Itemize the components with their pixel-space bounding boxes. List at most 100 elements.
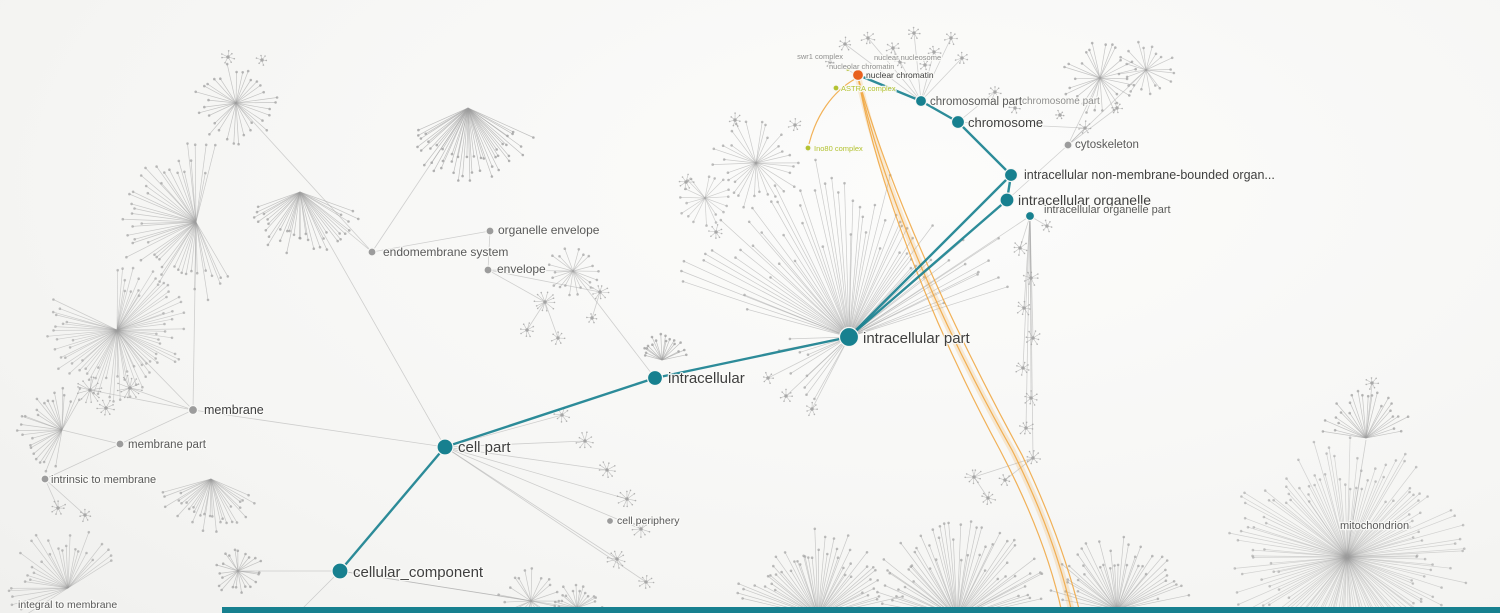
fan-spoke xyxy=(1288,493,1348,558)
node-intracellular_organelle_part[interactable] xyxy=(1024,210,1036,222)
fan-leaf-dot xyxy=(234,586,238,589)
fan-spoke xyxy=(140,221,197,261)
fan-leaf-dot xyxy=(919,534,923,538)
fan-spoke xyxy=(140,175,197,223)
fan-leaf-dot xyxy=(206,82,209,86)
fan-spoke xyxy=(299,191,341,240)
fan-leaf-dot xyxy=(1127,49,1130,53)
fan-leaf-dot xyxy=(1323,419,1327,422)
node-chromosome[interactable] xyxy=(950,114,966,130)
star-dot xyxy=(113,408,115,411)
fan-spoke xyxy=(775,556,817,613)
fan-spoke xyxy=(735,257,850,338)
fan-leaf-dot xyxy=(1420,539,1424,542)
fan-leaf-dot xyxy=(952,538,955,541)
node-organelle_envelope[interactable] xyxy=(485,226,495,236)
fan-spoke xyxy=(116,329,159,340)
fan-leaf-dot xyxy=(719,218,723,222)
fan-spoke xyxy=(530,579,550,602)
fan-leaf-dot xyxy=(806,353,810,357)
fan-spoke xyxy=(1346,556,1423,613)
star-dot xyxy=(872,33,874,35)
node-green_dot_top[interactable] xyxy=(844,65,852,73)
fan-spoke xyxy=(1075,77,1101,80)
fan-leaf-dot xyxy=(864,231,868,234)
gray-edge xyxy=(371,230,491,253)
fan-spoke xyxy=(564,270,574,286)
star-dot xyxy=(595,318,598,320)
node-intracellular_nmb_organelle[interactable] xyxy=(1003,167,1019,183)
star-dot xyxy=(1023,252,1026,255)
fan-spoke xyxy=(467,107,534,138)
fan-leaf-dot xyxy=(1076,95,1079,98)
fan-leaf-dot xyxy=(215,530,218,533)
node-astra_complex[interactable] xyxy=(832,84,840,92)
fan-spoke xyxy=(116,278,156,331)
node-intracellular[interactable] xyxy=(646,369,664,387)
fan-leaf-dot xyxy=(1408,525,1411,529)
fan-cluster xyxy=(1321,389,1410,439)
node-cellular_component[interactable] xyxy=(331,562,349,580)
gray-edge xyxy=(487,230,491,271)
star-dot xyxy=(82,520,84,523)
fan-leaf-dot xyxy=(121,217,125,221)
fan-spoke xyxy=(195,91,237,104)
fan-spoke xyxy=(424,107,469,166)
star-dot xyxy=(946,33,948,35)
star-dot xyxy=(60,513,62,515)
fan-spoke xyxy=(430,107,469,149)
node-intracellular_organelle[interactable] xyxy=(999,192,1015,208)
fan-leaf-dot xyxy=(10,603,14,607)
fan-leaf-dot xyxy=(823,535,827,539)
fan-spoke xyxy=(1324,420,1367,439)
fan-spoke xyxy=(1365,428,1395,439)
node-intracellular_part[interactable] xyxy=(838,326,860,348)
fan-spoke xyxy=(47,400,63,431)
fan-spoke xyxy=(209,478,212,517)
node-intrinsic_to_membrane[interactable] xyxy=(40,474,50,484)
star-dot xyxy=(799,124,801,127)
fan-spoke xyxy=(770,201,850,338)
star-dot xyxy=(1011,111,1013,114)
node-ino80_complex[interactable] xyxy=(804,144,812,152)
fan-spoke xyxy=(1346,556,1381,613)
node-cell_periphery[interactable] xyxy=(605,516,615,526)
fan-spoke xyxy=(25,581,69,589)
fan-spoke xyxy=(1346,556,1387,613)
star-dot xyxy=(643,522,646,524)
node-membrane[interactable] xyxy=(187,404,199,416)
fan-leaf-dot xyxy=(1023,585,1027,588)
star-dot xyxy=(849,44,852,46)
fan-spoke xyxy=(959,532,1001,613)
fan-leaf-dot xyxy=(1164,568,1167,572)
fan-leaf-dot xyxy=(1411,582,1415,585)
fan-leaf-dot xyxy=(497,168,501,172)
fan-leaf-dot xyxy=(836,556,840,559)
fan-leaf-dot xyxy=(586,594,590,598)
fan-spoke xyxy=(235,70,249,104)
node-membrane_part[interactable] xyxy=(115,439,125,449)
fan-leaf-dot xyxy=(564,594,568,598)
node-envelope[interactable] xyxy=(483,265,493,275)
fan-spoke xyxy=(116,329,146,377)
fan-leaf-dot xyxy=(154,357,157,360)
node-endomembrane_system[interactable] xyxy=(367,247,377,257)
node-cytoskeleton[interactable] xyxy=(1063,140,1073,150)
star-dot xyxy=(641,576,644,579)
fan-leaf-dot xyxy=(593,600,597,603)
fan-leaf-dot xyxy=(895,595,898,598)
star-dot xyxy=(1029,402,1031,405)
node-nuclear_chromatin[interactable] xyxy=(851,68,865,82)
label-intracellular-non-membrane-bounded-organ: intracellular non-membrane-bounded organ… xyxy=(1024,168,1275,182)
star-dot xyxy=(808,414,810,417)
fan-spoke xyxy=(848,232,867,338)
fan-leaf-dot xyxy=(494,155,497,159)
fan-cluster xyxy=(679,175,730,227)
fan-spoke xyxy=(1145,69,1171,71)
fan-spoke xyxy=(1326,453,1348,558)
node-cell_part[interactable] xyxy=(436,438,454,456)
node-chromosomal_part[interactable] xyxy=(914,94,928,108)
fan-spoke xyxy=(971,594,1028,613)
